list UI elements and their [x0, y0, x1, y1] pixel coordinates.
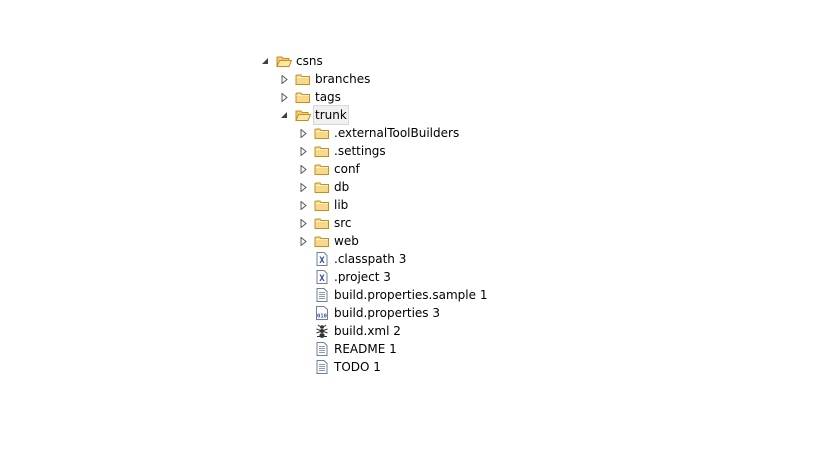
- tree-item[interactable]: build.xml 2: [298, 322, 402, 340]
- folder-icon: [314, 125, 330, 141]
- tree-item[interactable]: trunk: [279, 105, 349, 125]
- tree-item-label: README 1: [334, 342, 397, 356]
- tree-item-label: branches: [315, 72, 371, 86]
- xml-file-icon: X: [314, 251, 330, 267]
- tree-item-label: .externalToolBuilders: [334, 126, 460, 140]
- collapse-arrow-icon[interactable]: [279, 106, 289, 124]
- tree-item-label: db: [334, 180, 350, 194]
- ant-file-icon: [314, 323, 330, 339]
- expand-arrow-icon[interactable]: [279, 88, 289, 106]
- tree-item[interactable]: web: [298, 232, 360, 250]
- expand-arrow-icon[interactable]: [298, 142, 308, 160]
- collapse-arrow-icon[interactable]: [260, 52, 270, 70]
- tree-item[interactable]: README 1: [298, 340, 398, 358]
- tree-item[interactable]: .externalToolBuilders: [298, 124, 460, 142]
- tree-item[interactable]: 010 build.properties 3: [298, 304, 441, 322]
- tree-item[interactable]: csns: [260, 52, 324, 70]
- folder-icon: [295, 71, 311, 87]
- svg-text:X: X: [319, 274, 325, 284]
- folder-icon: [314, 161, 330, 177]
- expand-arrow-icon[interactable]: [298, 160, 308, 178]
- expand-arrow-icon[interactable]: [298, 178, 308, 196]
- tree-item-label: .project 3: [334, 270, 391, 284]
- folder-open-icon: [276, 53, 292, 69]
- tree-item[interactable]: X .project 3: [298, 268, 392, 286]
- tree-item[interactable]: conf: [298, 160, 361, 178]
- tree-item[interactable]: db: [298, 178, 350, 196]
- folder-icon: [314, 197, 330, 213]
- tree-item[interactable]: branches: [279, 70, 371, 88]
- tree-item[interactable]: X .classpath 3: [298, 250, 407, 268]
- expand-arrow-icon[interactable]: [298, 214, 308, 232]
- tree-item[interactable]: src: [298, 214, 353, 232]
- tree-item-label: .settings: [334, 144, 386, 158]
- expand-arrow-icon[interactable]: [279, 70, 289, 88]
- expand-arrow-icon[interactable]: [298, 196, 308, 214]
- tree-item-label: conf: [334, 162, 360, 176]
- text-file-icon: [314, 341, 330, 357]
- svg-text:X: X: [319, 256, 325, 266]
- folder-open-icon: [295, 107, 311, 123]
- properties-file-icon: 010: [314, 305, 330, 321]
- folder-icon: [314, 143, 330, 159]
- tree-item[interactable]: .settings: [298, 142, 387, 160]
- tree-item-label: .classpath 3: [334, 252, 407, 266]
- tree-item-label: build.xml 2: [334, 324, 401, 338]
- folder-icon: [295, 89, 311, 105]
- folder-icon: [314, 215, 330, 231]
- tree-item[interactable]: TODO 1: [298, 358, 382, 376]
- xml-file-icon: X: [314, 269, 330, 285]
- folder-icon: [314, 233, 330, 249]
- svg-text:010: 010: [317, 314, 327, 320]
- tree-item-label: web: [334, 234, 359, 248]
- tree-item-label: src: [334, 216, 352, 230]
- tree-item-label: TODO 1: [334, 360, 381, 374]
- tree-item[interactable]: tags: [279, 88, 342, 106]
- tree-item-label: tags: [315, 90, 341, 104]
- expand-arrow-icon[interactable]: [298, 232, 308, 250]
- text-file-icon: [314, 287, 330, 303]
- tree-item-label: build.properties 3: [334, 306, 441, 320]
- tree-item-label: trunk: [313, 105, 349, 125]
- folder-icon: [314, 179, 330, 195]
- tree-item[interactable]: build.properties.sample 1: [298, 286, 488, 304]
- tree-item-label: lib: [334, 198, 349, 212]
- tree-item[interactable]: lib: [298, 196, 349, 214]
- text-file-icon: [314, 359, 330, 375]
- expand-arrow-icon[interactable]: [298, 124, 308, 142]
- tree-item-label: build.properties.sample 1: [334, 288, 488, 302]
- tree-item-label: csns: [296, 54, 323, 68]
